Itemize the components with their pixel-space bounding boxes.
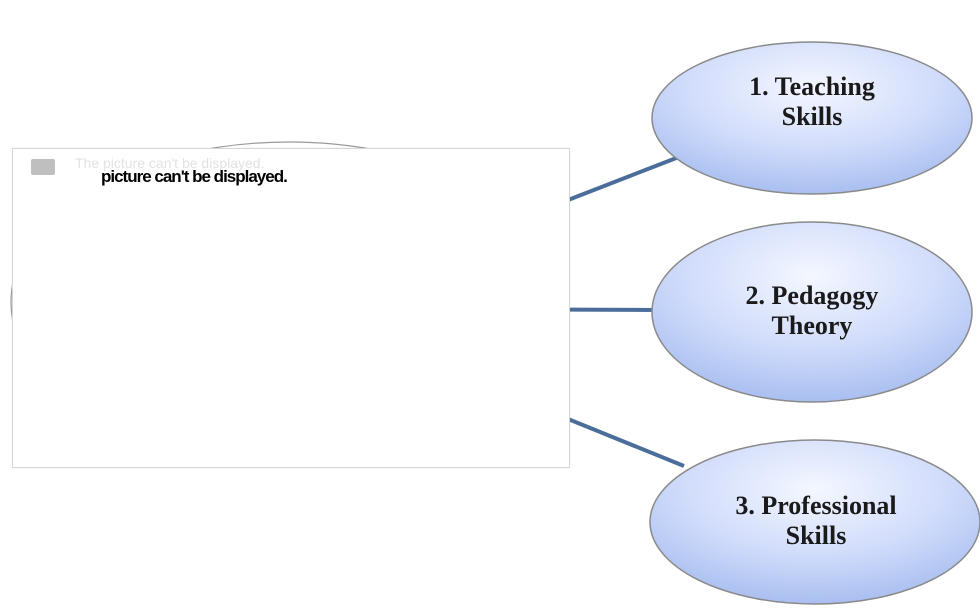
placeholder-ghost-text: The picture can't be displayed. — [75, 155, 265, 171]
node-label-pedagogy-theory: 2. Pedagogy Theory — [712, 281, 912, 341]
node-label-line: 2. Pedagogy — [745, 281, 879, 310]
node-label-line: 3. Professional — [735, 491, 897, 520]
node-label-line: Skills — [781, 102, 843, 131]
node-label-professional-skills: 3. Professional Skills — [716, 491, 916, 551]
image-placeholder: The picture can't be displayed. picture … — [12, 148, 570, 468]
node-ellipse-professional-skills — [649, 439, 980, 605]
node-ellipse-teaching-skills — [651, 41, 973, 195]
node-label-line: Theory — [771, 311, 853, 340]
placeholder-text: picture can't be displayed. — [101, 167, 288, 186]
node-label-line: 1. Teaching — [749, 72, 875, 101]
node-label-line: Skills — [785, 521, 847, 550]
node-label-teaching-skills: 1. Teaching Skills — [712, 72, 912, 132]
broken-image-icon — [31, 159, 55, 175]
node-ellipse-pedagogy-theory — [651, 221, 973, 403]
